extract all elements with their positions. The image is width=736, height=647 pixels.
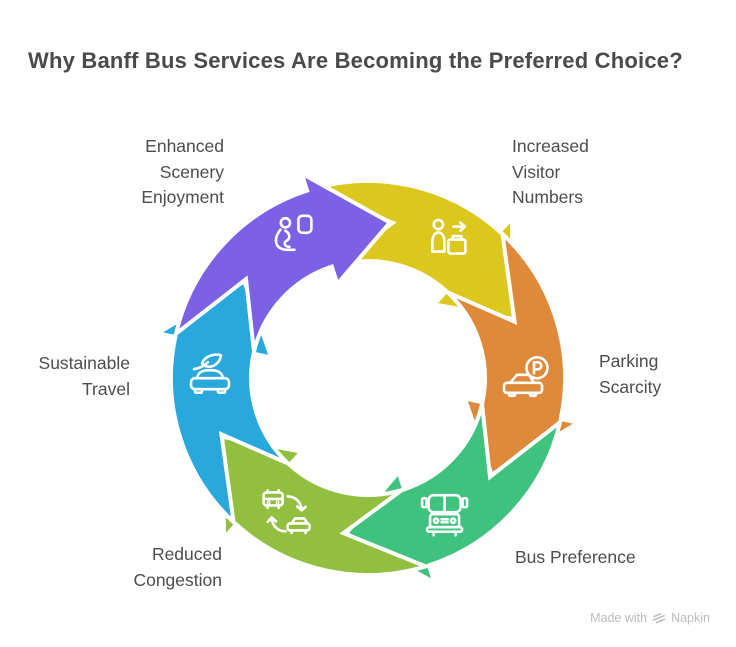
cycle-arrows: [152, 169, 584, 587]
cycle-arrow-increased-visitor-numbers: [304, 179, 516, 322]
traveler-luggage-icon: [431, 218, 467, 255]
label-sustainable-travel: Sustainable Travel: [38, 353, 130, 399]
bus-front-icon: [420, 493, 469, 537]
cycle-diagram: [152, 169, 584, 587]
page-title: Why Banff Bus Services Are Becoming the …: [28, 48, 683, 73]
car-parking-icon: [502, 356, 549, 398]
label-parking-scarcity: Parking Scarcity: [599, 351, 662, 397]
napkin-logo-icon: [652, 613, 666, 624]
watermark-prefix: Made with: [590, 611, 648, 625]
watermark-brand: Napkin: [671, 611, 710, 625]
eco-car-leaf-icon: [189, 353, 231, 394]
window-seat-icon: [274, 214, 313, 252]
label-increased-visitor-numbers: Increased Visitor Numbers: [512, 136, 589, 207]
label-reduced-congestion: Reduced Congestion: [133, 544, 222, 590]
cycle-arrow-bus-preference: [342, 403, 564, 587]
cycle-arrow-reduced-congestion: [220, 434, 432, 577]
label-bus-preference: Bus Preference: [515, 547, 636, 567]
cycle-arrow-enhanced-scenery-enjoyment: [172, 169, 394, 353]
label-enhanced-scenery-enjoyment: Enhanced Scenery Enjoyment: [141, 136, 224, 207]
watermark: Made with Napkin: [590, 611, 710, 625]
bus-car-swap-icon: [262, 489, 311, 535]
